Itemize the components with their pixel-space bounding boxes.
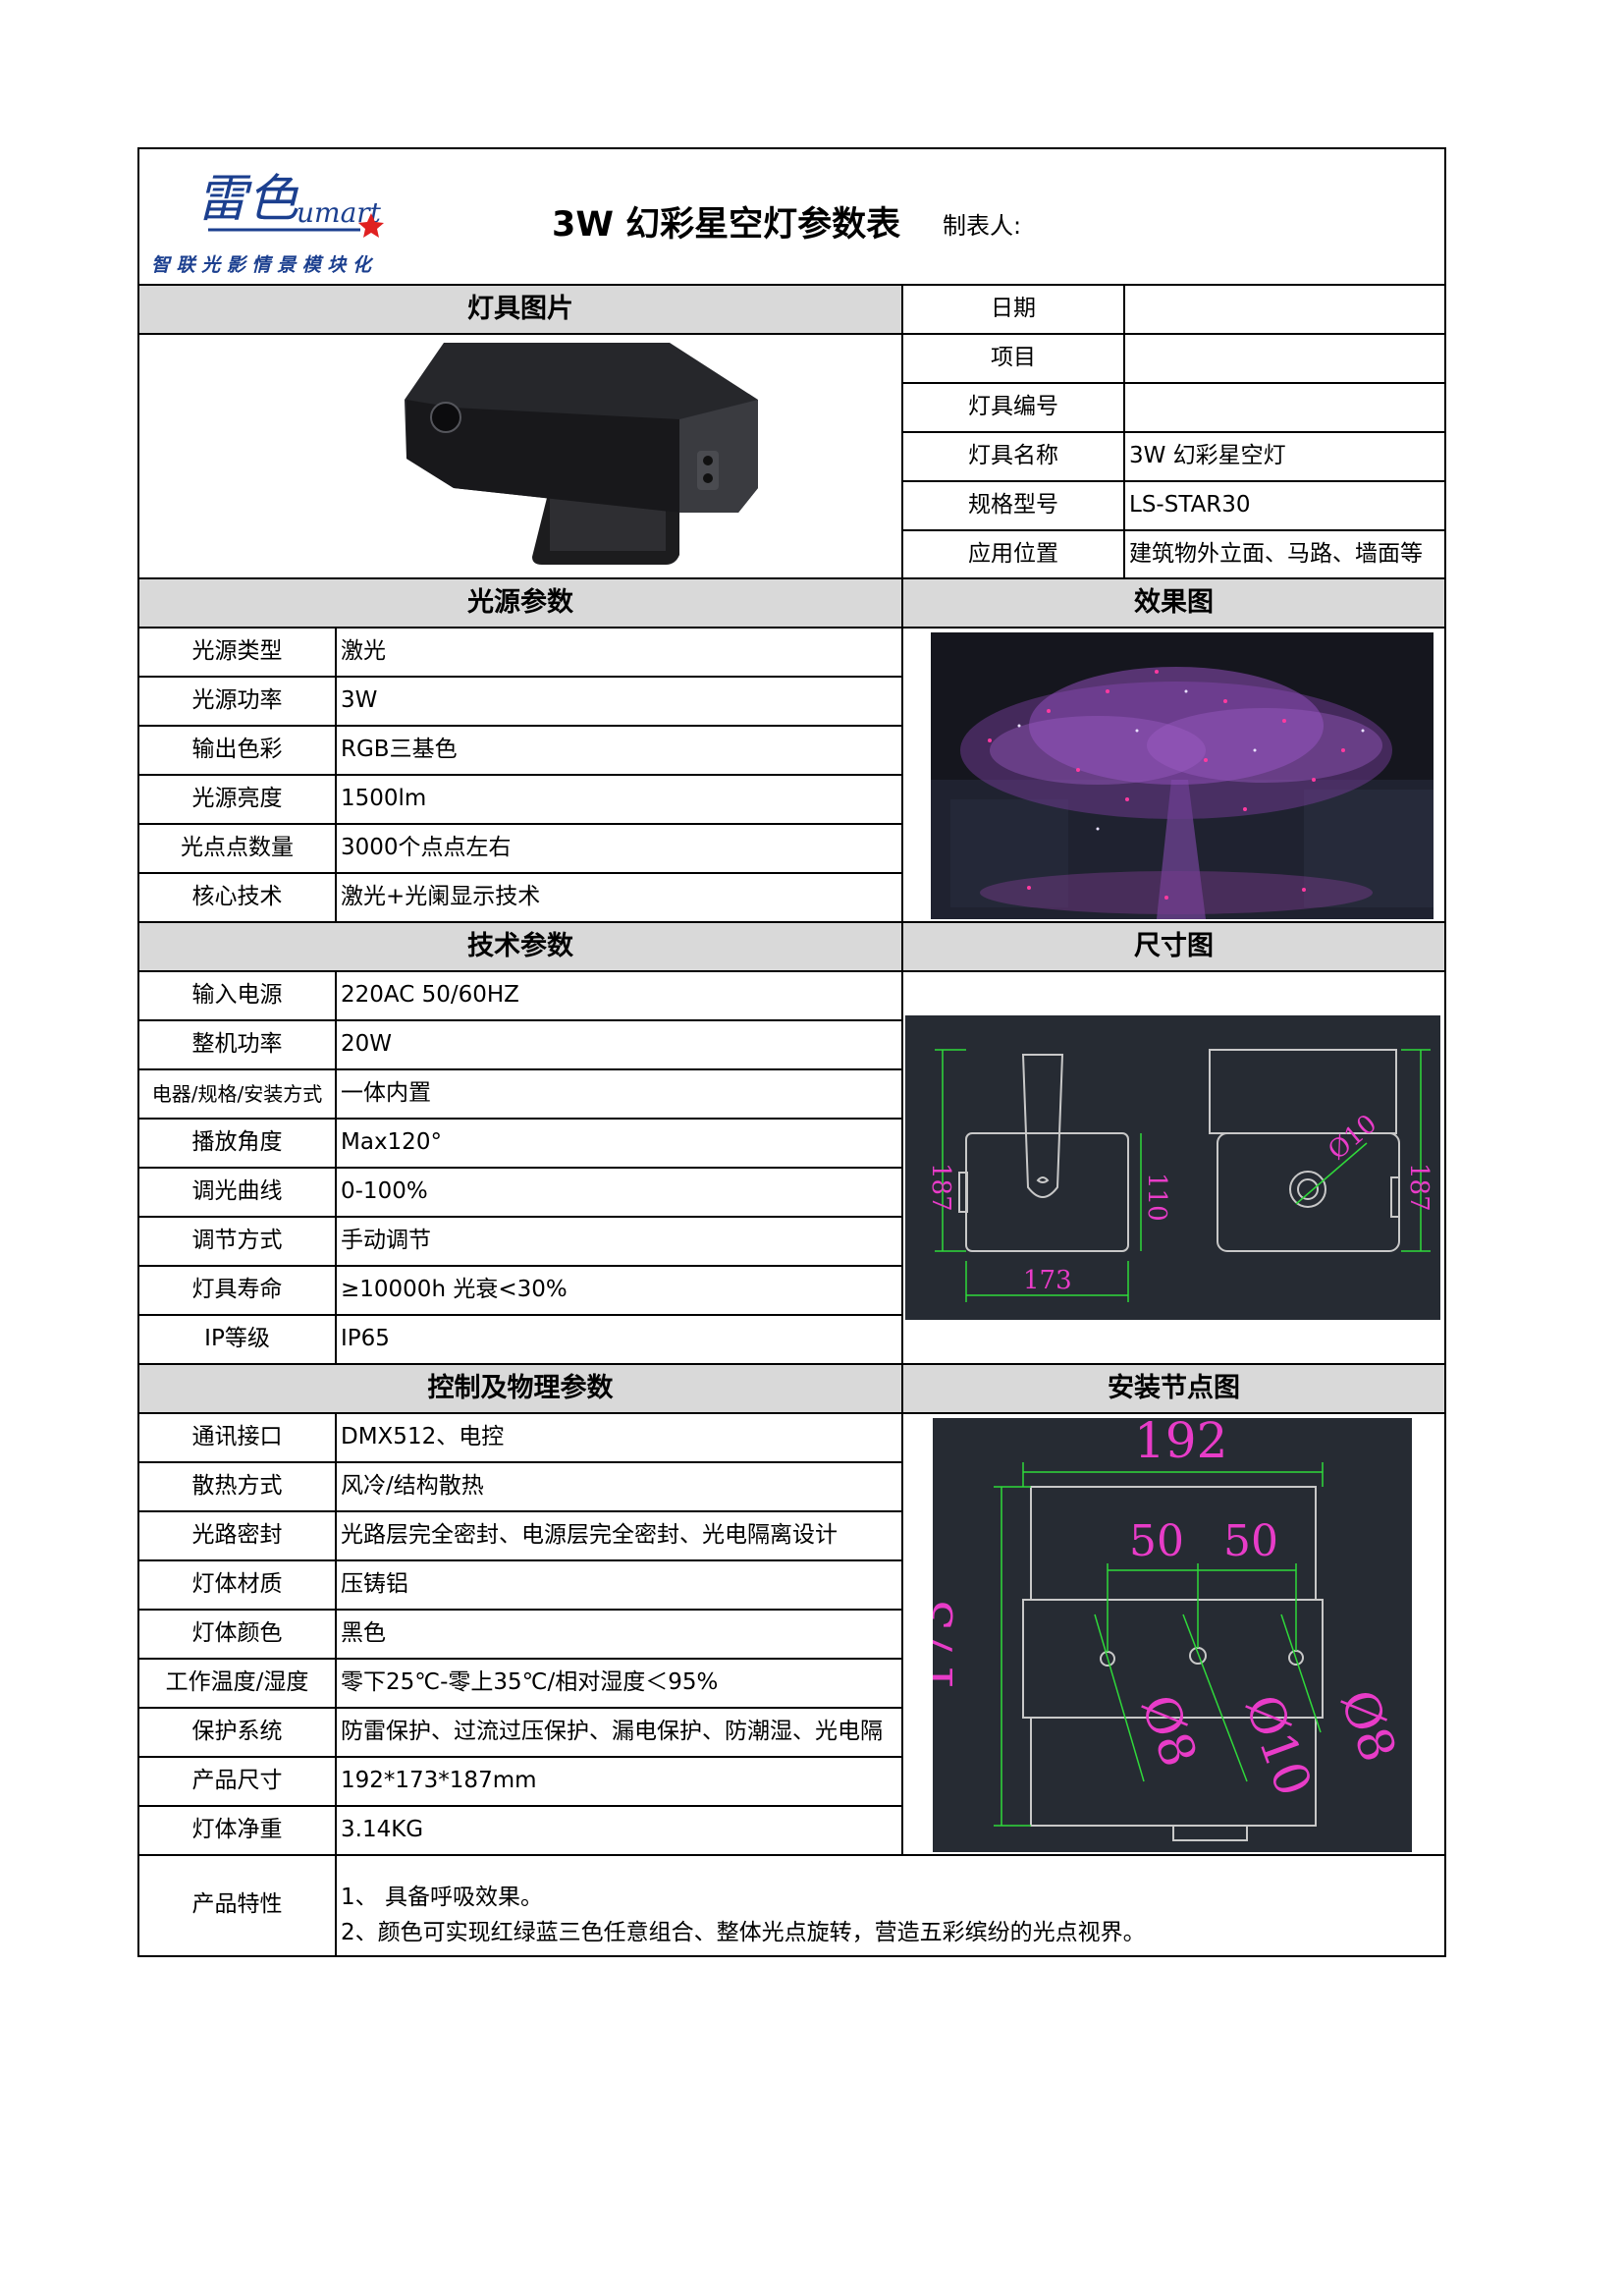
tech-label: 输入电源 (191, 982, 283, 1009)
info-label: 灯具名称 (968, 443, 1058, 469)
install-top-label: 192 (1134, 1418, 1227, 1469)
control-value: 黑色 (341, 1620, 386, 1647)
info-value: LS-STAR30 (1129, 492, 1251, 519)
control-value: 风冷/结构散热 (341, 1473, 484, 1500)
tech-value: 220AC 50/60HZ (341, 982, 519, 1009)
tech-value: 20W (341, 1031, 393, 1058)
info-label: 规格型号 (968, 492, 1058, 519)
band-control (139, 1364, 1444, 1413)
company-logo: 雷色 umart 智 联 光 影 情 景 模 块 化 (149, 161, 424, 279)
control-value: DMX512、电控 (341, 1424, 505, 1450)
effect-image (931, 632, 1434, 919)
tech-value: ≥10000h 光衰<30% (341, 1277, 568, 1303)
parameter-sheet: 雷色 umart 智 联 光 影 情 景 模 块 化 3W 幻彩星空灯参数表 制… (137, 147, 1446, 1957)
info-value (1125, 285, 1444, 334)
control-value: 零下25℃-零上35℃/相对湿度＜95% (341, 1669, 719, 1696)
tech-label: 播放角度 (191, 1129, 283, 1156)
control-value: 压铸铝 (341, 1571, 408, 1598)
install-drawing: 192 50 50 173 Ø8 Ø10 Ø8 (907, 1412, 1412, 1852)
tech-label: 调光曲线 (191, 1178, 283, 1205)
control-label: 光路密封 (191, 1522, 283, 1549)
feature-line-2: 2、颜色可实现红绿蓝三色任意组合、整体光点旋转，营造五彩缤纷的光点视界。 (341, 1920, 1146, 1945)
control-label: 产品尺寸 (191, 1768, 283, 1794)
control-label: 散热方式 (191, 1473, 283, 1500)
header-dimension: 尺寸图 (1134, 930, 1214, 961)
info-value: 建筑物外立面、马路、墙面等 (1129, 541, 1423, 568)
install-side-label: 173 (933, 1600, 964, 1693)
header-light-source: 光源参数 (467, 586, 573, 618)
header-install: 安装节点图 (1108, 1372, 1240, 1403)
fixture-photo (385, 341, 778, 573)
control-label: 灯体净重 (191, 1817, 283, 1843)
info-value (1125, 383, 1444, 432)
light-value: 3W (341, 687, 378, 714)
light-label: 光源类型 (191, 638, 283, 665)
control-label: 工作温度/湿度 (165, 1669, 309, 1696)
light-value: 激光+光阑显示技术 (341, 884, 541, 910)
tech-label: 调节方式 (191, 1228, 283, 1254)
header-fixture-photo: 灯具图片 (467, 293, 573, 324)
features-label: 产品特性 (191, 1891, 283, 1918)
install-gap1-label: 50 (1129, 1516, 1184, 1566)
light-label: 光源功率 (191, 687, 283, 714)
dim-height-right-label: 187 (1404, 1163, 1434, 1212)
feature-line-1: 1、 具备呼吸效果。 (341, 1885, 543, 1910)
info-label: 灯具编号 (968, 394, 1058, 420)
light-label: 光源亮度 (191, 786, 283, 812)
tech-value: 手动调节 (341, 1228, 431, 1254)
light-value: 3000个点点左右 (341, 835, 512, 861)
info-label: 项目 (991, 345, 1036, 371)
control-label: 灯体颜色 (191, 1620, 283, 1647)
tech-label: IP等级 (204, 1326, 270, 1352)
control-label: 通讯接口 (191, 1424, 283, 1450)
light-value: 激光 (341, 638, 386, 665)
band-tech (139, 922, 1444, 971)
install-gap2-label: 50 (1223, 1516, 1278, 1566)
light-label: 光点点数量 (181, 835, 294, 861)
band-photo (139, 285, 902, 334)
sheet-title: 3W 幻彩星空灯参数表 (552, 205, 901, 245)
control-label: 保护系统 (191, 1719, 283, 1745)
tech-value: 一体内置 (341, 1080, 431, 1107)
logo-brand: 雷色 (196, 170, 299, 229)
header-technical: 技术参数 (467, 930, 573, 961)
tech-value: 0-100% (341, 1178, 428, 1205)
info-value: 3W 幻彩星空灯 (1129, 443, 1286, 469)
light-value: 1500lm (341, 786, 427, 812)
dim-depth-label: 110 (1142, 1173, 1171, 1222)
info-label: 应用位置 (968, 541, 1058, 568)
maker-label: 制表人: (943, 212, 1022, 240)
light-value: RGB三基色 (341, 737, 458, 763)
star-icon (358, 213, 384, 238)
light-label: 输出色彩 (191, 737, 283, 763)
dimension-drawing: 187 110 173 Ø10 187 (905, 1015, 1440, 1320)
tech-label: 电器/规格/安装方式 (151, 1082, 323, 1106)
tech-label: 整机功率 (191, 1031, 283, 1058)
control-label: 灯体材质 (191, 1571, 283, 1598)
control-value: 3.14KG (341, 1817, 424, 1843)
info-label: 日期 (991, 296, 1036, 322)
tech-value: IP65 (341, 1326, 390, 1352)
dim-width-label: 173 (1023, 1266, 1072, 1295)
control-value: 防雷保护、过流过压保护、漏电保护、防潮湿、光电隔 (341, 1719, 883, 1745)
info-value (1125, 334, 1444, 383)
header-effect: 效果图 (1134, 586, 1214, 618)
band-light (139, 578, 1444, 628)
tech-label: 灯具寿命 (191, 1277, 283, 1303)
control-value: 192*173*187mm (341, 1768, 537, 1794)
dim-height-label: 187 (926, 1163, 955, 1212)
light-label: 核心技术 (191, 884, 283, 910)
header-control-physical: 控制及物理参数 (427, 1372, 614, 1403)
logo-slogan: 智 联 光 影 情 景 模 块 化 (151, 254, 374, 276)
tech-value: Max120° (341, 1129, 442, 1156)
control-value: 光路层完全密封、电源层完全密封、光电隔离设计 (341, 1522, 838, 1549)
